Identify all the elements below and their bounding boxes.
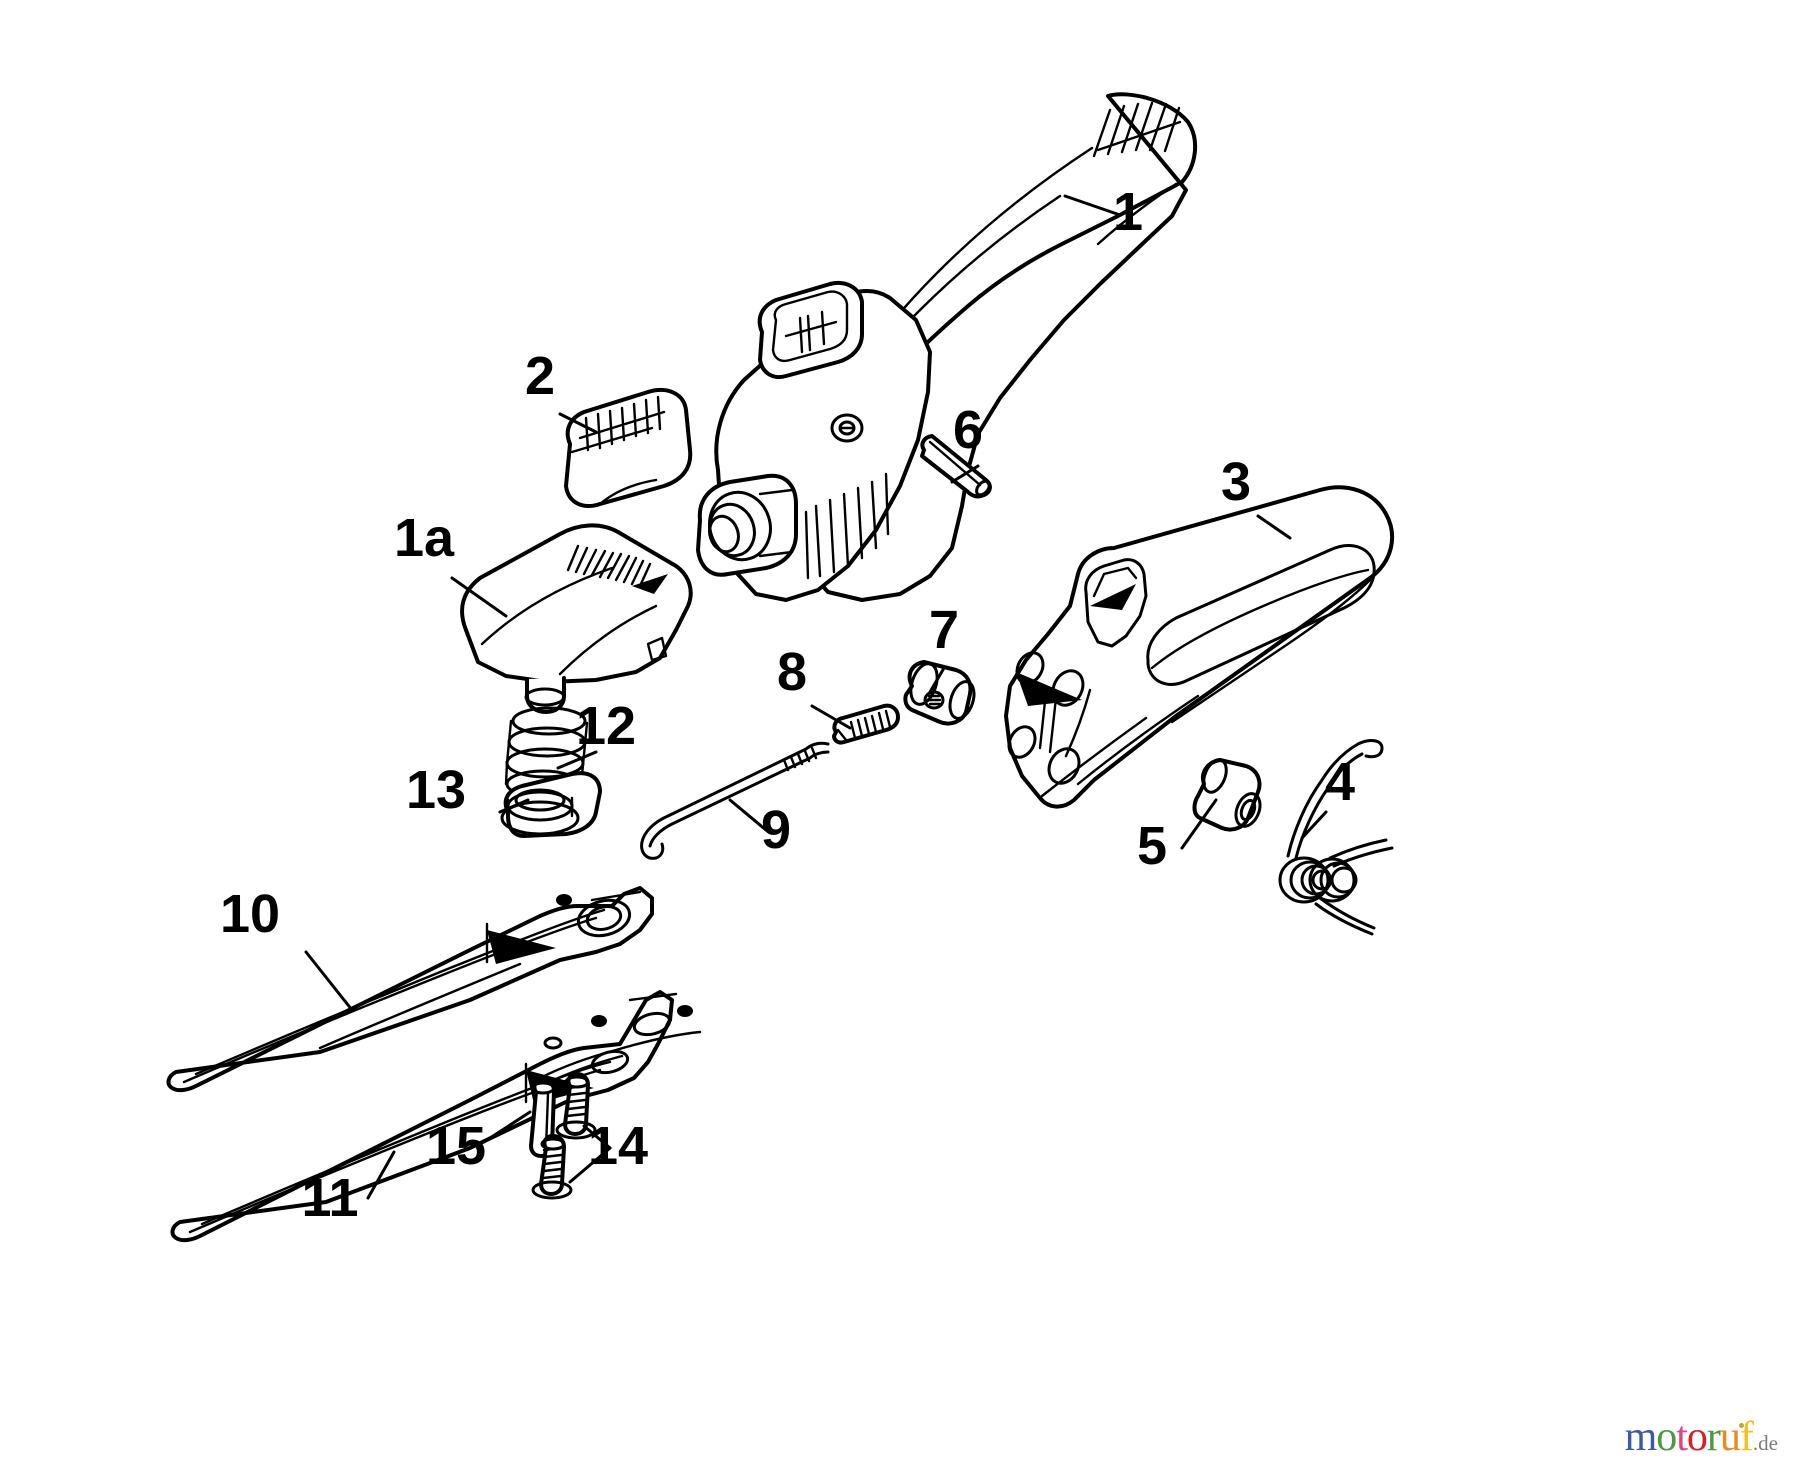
wm-letter-t: t [1676, 1414, 1688, 1460]
wm-accent-dot [1739, 1423, 1744, 1428]
leader-1 [1063, 194, 1122, 217]
wm-suffix-de: .de [1752, 1431, 1778, 1455]
housing-vent-ribs [804, 472, 890, 580]
cover-grip-hatch [566, 544, 652, 588]
part-13-grommet-seal [500, 771, 602, 838]
leader-5 [1180, 798, 1218, 850]
callout-11-lower-blade: 11 [301, 1168, 358, 1228]
leader-1a [450, 576, 508, 618]
wm-letter-m: m [1624, 1414, 1658, 1460]
callout-7-roller-nut: 7 [929, 600, 959, 660]
leader-15 [482, 1110, 532, 1144]
part-3-lower-housing [1004, 485, 1395, 809]
wm-letter-o2: o [1686, 1414, 1708, 1460]
callout-15-pin: 15 [426, 1116, 486, 1176]
leader-9 [728, 798, 768, 832]
screw-a-threads [565, 1084, 587, 1118]
leader-7 [928, 666, 946, 694]
callout-1a-cover-cap: 1a [394, 508, 455, 568]
leader-2 [558, 412, 598, 434]
callout-9-connecting-rod: 9 [761, 800, 791, 860]
handle-grip-ribs [1092, 101, 1182, 158]
screw-threads [849, 709, 892, 740]
switch-aperture [757, 281, 864, 379]
leader-12 [556, 750, 598, 770]
leader-6 [950, 464, 980, 484]
part-14-screws [531, 1072, 597, 1200]
callout-10-upper-blade: 10 [220, 884, 280, 944]
wm-letter-o1: o [1656, 1414, 1677, 1460]
callout-12-compression-spring: 12 [576, 696, 636, 756]
part-9-connecting-rod [640, 741, 830, 860]
leader-11 [366, 1150, 396, 1200]
part-callout-labels: 1 1a 2 3 4 5 6 7 8 9 10 11 12 13 14 15 [220, 182, 1355, 1228]
callout-2-switch-button: 2 [525, 346, 555, 406]
callout-1-handle-housing: 1 [1113, 182, 1143, 242]
leader-8 [810, 704, 852, 730]
callout-6-pin: 6 [953, 400, 983, 460]
part-6-pin [920, 434, 992, 499]
callout-4-torsion-spring: 4 [1325, 752, 1355, 812]
part-8-set-screw [832, 703, 900, 745]
part-1-handle-housing [696, 92, 1198, 602]
front-collar [696, 473, 798, 577]
motoruf-watermark: motoruf.de [1625, 1416, 1778, 1458]
callout-5-bushing: 5 [1137, 816, 1167, 876]
spring-coil [1278, 856, 1358, 904]
leader-3 [1256, 514, 1292, 540]
callout-8-set-screw: 8 [777, 642, 807, 702]
callout-14-screws: 14 [588, 1116, 648, 1176]
wm-letter-u: u [1719, 1414, 1741, 1460]
wm-letter-f: f [1739, 1414, 1754, 1460]
leader-13 [498, 798, 530, 814]
part-5-bushing [1192, 758, 1262, 832]
leader-14b [568, 1146, 612, 1184]
part-11-lower-blade [170, 990, 702, 1243]
part-10-upper-blade [166, 886, 654, 1093]
part-7-roller-nut [903, 660, 976, 726]
leader-10 [304, 950, 354, 1012]
screw-boss [830, 413, 864, 443]
callout-3-lower-housing: 3 [1221, 452, 1251, 512]
screw-b-threads [541, 1146, 563, 1180]
callout-13-grommet-seal: 13 [406, 760, 466, 820]
part-2-switch-button [564, 388, 693, 508]
leader-4 [1300, 810, 1328, 840]
leader-14a [582, 1124, 612, 1150]
wm-letter-r: r [1706, 1414, 1721, 1460]
part-1a-cover-cap [460, 523, 693, 714]
